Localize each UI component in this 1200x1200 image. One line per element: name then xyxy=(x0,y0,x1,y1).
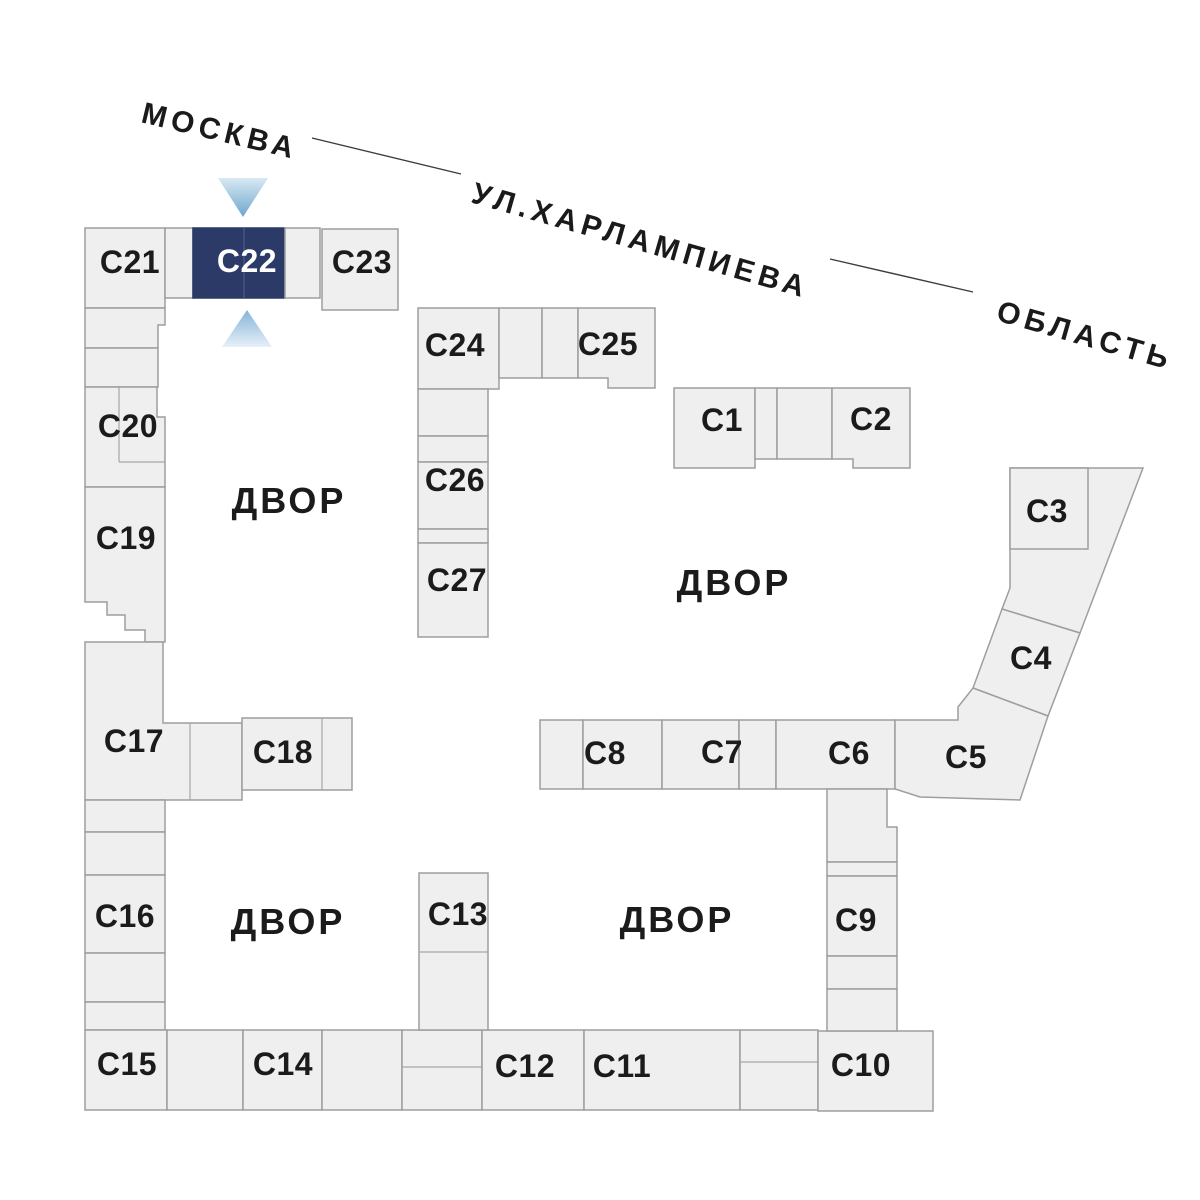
building-section xyxy=(498,307,543,379)
building-section xyxy=(776,387,833,460)
building-c16-label: С16 xyxy=(95,898,155,934)
building-c25-label: С25 xyxy=(578,326,638,362)
building-c22-label: С22 xyxy=(217,243,277,279)
building-c24[interactable] xyxy=(417,307,500,390)
street-line-left xyxy=(311,137,462,175)
building-c10-label: С10 xyxy=(831,1047,891,1083)
courtyard-label-bottom-right: ДВОР xyxy=(620,899,735,940)
building-c13-label: С13 xyxy=(428,896,488,932)
building-section xyxy=(84,799,166,833)
building-c5[interactable] xyxy=(894,687,1049,801)
building-c18[interactable] xyxy=(241,717,353,791)
building-c20-label: С20 xyxy=(98,408,158,444)
courtyard-label-top-left: ДВОР xyxy=(232,480,347,521)
building-c24-label: С24 xyxy=(425,327,485,363)
courtyard-label-right: ДВОР xyxy=(677,562,792,603)
building-c26-label: С26 xyxy=(425,462,485,498)
building-c5-label: С5 xyxy=(945,739,987,775)
building-c8-label: С8 xyxy=(584,735,626,771)
building-c7-label: С7 xyxy=(701,734,743,770)
building-section xyxy=(84,307,166,349)
building-c2[interactable] xyxy=(831,387,911,469)
building-c9-label: С9 xyxy=(835,902,877,938)
building-section xyxy=(826,788,898,863)
building-section xyxy=(738,719,777,790)
building-c19-label: С19 xyxy=(96,520,156,556)
building-section xyxy=(826,955,898,990)
building-c2-label: С2 xyxy=(850,401,892,437)
building-c1-label: С1 xyxy=(701,402,743,438)
selected-marker-arrow-up-icon xyxy=(222,310,272,347)
building-section xyxy=(417,388,489,437)
direction-moscow-label: МОСКВА xyxy=(138,97,301,166)
building-c19[interactable] xyxy=(84,486,166,643)
selected-marker-arrow-down-icon xyxy=(218,178,268,217)
building-section xyxy=(164,227,194,299)
building-c17-label: С17 xyxy=(104,723,164,759)
building-section xyxy=(539,719,584,790)
building-section xyxy=(417,528,489,544)
building-section xyxy=(84,952,166,1003)
building-c1[interactable] xyxy=(673,387,756,469)
building-section xyxy=(166,1029,244,1111)
building-c17[interactable] xyxy=(84,641,243,801)
building-section xyxy=(541,307,579,379)
building-c4-label: С4 xyxy=(1010,640,1052,676)
courtyard-label-bottom-left: ДВОР xyxy=(231,901,346,942)
building-c11-label: С11 xyxy=(593,1048,651,1084)
building-section xyxy=(401,1029,483,1111)
building-c14-label: С14 xyxy=(253,1046,313,1082)
building-c27[interactable] xyxy=(417,542,489,638)
street-name-label: УЛ.ХАРЛАМПИЕВА xyxy=(468,177,813,305)
building-c21-label: С21 xyxy=(100,244,160,280)
building-section xyxy=(84,347,159,388)
street-line-right xyxy=(829,258,974,293)
building-section xyxy=(417,435,489,463)
building-c25[interactable] xyxy=(577,307,656,389)
building-c27-label: С27 xyxy=(427,562,487,598)
building-section xyxy=(739,1029,819,1111)
building-divider xyxy=(118,387,165,463)
building-section xyxy=(321,1029,403,1111)
building-c15-label: С15 xyxy=(97,1046,157,1082)
building-c3[interactable] xyxy=(1009,467,1089,550)
building-section xyxy=(284,227,321,299)
building-section xyxy=(754,387,778,460)
building-c18-label: С18 xyxy=(253,734,313,770)
building-section xyxy=(826,861,898,877)
building-section xyxy=(84,831,166,876)
building-c23-label: С23 xyxy=(332,244,392,280)
building-c12-label: С12 xyxy=(495,1048,555,1084)
building-section xyxy=(826,988,898,1032)
building-c6-label: С6 xyxy=(828,735,870,771)
building-c3-label: С3 xyxy=(1026,493,1068,529)
building-section xyxy=(84,1001,166,1031)
building-c23[interactable] xyxy=(321,228,399,311)
direction-oblast-label: ОБЛАСТЬ xyxy=(993,295,1177,377)
